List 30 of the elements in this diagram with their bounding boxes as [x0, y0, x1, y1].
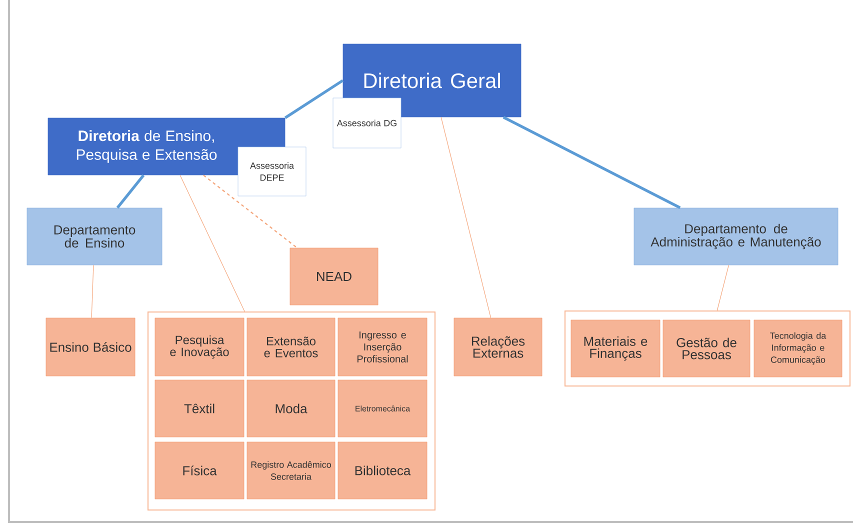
unit-box: Relações Externas	[454, 318, 542, 376]
unit-box: Têxtil	[154, 380, 244, 438]
unit-box: NEAD	[290, 248, 378, 306]
unit-box: Materiais e Finanças	[570, 320, 660, 378]
unit-box: Física	[154, 442, 244, 500]
connector-line	[91, 264, 94, 318]
connector-line	[502, 116, 681, 210]
unit-box: Pesquisa e Inovação	[154, 318, 244, 376]
advisory-box: Assessoria DG	[332, 98, 402, 148]
unit-box: Extensão e Eventos	[246, 318, 336, 376]
unit-box: Ensino Básico	[46, 318, 136, 376]
unit-box: Registro Acadêmico Secretaria	[246, 442, 336, 500]
unit-box: Tecnologia da Informação e Comunicação	[754, 320, 842, 378]
unit-box: Biblioteca	[338, 442, 428, 500]
connector-line	[716, 264, 729, 311]
unit-box: Gestão de Pessoas	[662, 320, 750, 378]
connector-line	[284, 79, 344, 119]
advisory-box: Assessoria DEPE	[238, 146, 306, 196]
director-box: Diretoria Geral	[342, 44, 522, 118]
connector-line	[203, 174, 298, 248]
group-frame	[564, 310, 850, 386]
group-frame	[148, 312, 436, 510]
unit-box: Moda	[246, 380, 336, 438]
unit-box: Ingresso e Inserção Profissional	[338, 318, 428, 376]
connector-line	[180, 174, 245, 312]
unit-box: Eletromecânica	[338, 380, 428, 438]
department-box: Departamento de Ensino	[26, 208, 162, 266]
connector-line	[116, 174, 145, 209]
department-box: Departamento de Administração e Manutenção	[634, 208, 838, 266]
connector-line	[440, 116, 492, 318]
